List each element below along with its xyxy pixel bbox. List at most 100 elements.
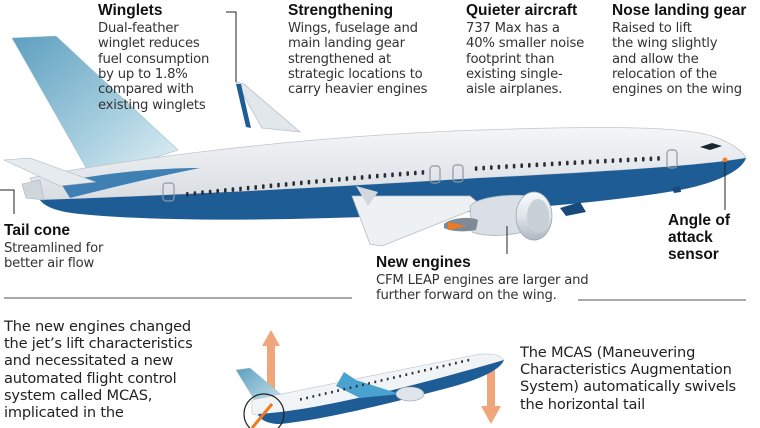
cabin-window [512,163,516,169]
quieter-callout: Quieter aircraft 737 Max has a 40% small… [466,2,606,98]
cabin-window [277,182,280,188]
strengthening-body: Wings, fuselage and main landing gear st… [288,20,428,98]
cabin-window [360,175,364,180]
winglets-body: Dual-feather winglet reduces fuel consum… [98,20,210,113]
small-cabin-window [306,396,308,400]
nose-gear-title: Nose landing gear [612,2,747,19]
small-cabin-window [331,390,333,394]
quieter-title: Quieter aircraft [466,2,578,19]
small-cabin-window [312,395,315,398]
cabin-window [383,173,387,178]
cabin-window [353,175,356,181]
nose-gear-body: Raised to lift the wing slightly and all… [612,20,742,98]
wing-root [356,186,378,206]
cabin-window [474,166,478,171]
far-wing [235,81,302,133]
cabin-window [284,182,288,187]
cabin-window [520,163,523,168]
cabin-window [269,183,273,189]
small-cabin-window [405,373,408,376]
cabin-window [535,162,539,168]
cabin-window [497,164,501,170]
small-cabin-window [424,369,426,372]
cabin-window [528,163,531,168]
cabin-window [657,156,660,161]
cabin-window [315,179,318,184]
cabin-window [505,164,508,169]
nose-gear-callout: Nose landing gear Raised to lift the win… [612,2,760,98]
quieter-body: 737 Max has a 40% smaller noise footprin… [466,20,585,98]
small-airplane [235,330,505,428]
cabin-window [391,172,394,178]
rear-door [162,182,175,202]
small-cabin-window [455,361,457,365]
aoa-title: Angle of attack sensor [668,212,730,264]
front-door [666,149,678,169]
mcas-explanation-text: The MCAS (Maneuvering Characteristics Au… [520,344,736,413]
small-cabin-window [417,370,420,373]
cabin-window [231,187,235,192]
cabin-window [421,170,425,175]
strengthening-title: Strengthening [288,2,394,19]
cabin-window [216,188,219,194]
vertical-tail [11,35,179,179]
winglets-title: Winglets [98,2,163,19]
cabin-window [398,171,402,177]
small-cabin-window [399,374,401,378]
small-cabin-window [300,398,302,401]
cabin-window [322,178,326,184]
cabin-window [414,170,417,176]
near-wing [351,195,483,247]
cabin-window [262,184,265,189]
cabin-window [550,161,554,167]
cabin-window [543,162,546,167]
cabin-window [626,157,630,163]
overwing-exit [452,164,464,183]
cabin-window [224,188,227,193]
cabin-window [254,185,257,190]
cabin-window [368,174,371,179]
engines-callout: New engines CFM LEAP engines are larger … [376,254,636,304]
winglets-callout: Winglets Dual-feather winglet reduces fu… [98,2,238,113]
tail-cone [21,179,45,201]
small-cabin-window [411,371,414,375]
cabin-window [566,160,569,166]
cabin-window [634,157,637,162]
cabin-window [619,158,622,163]
engines-title: New engines [376,254,471,271]
cabin-window [406,171,409,176]
landing-gear-fairing [560,202,586,216]
tail-cone-title: Tail cone [4,222,71,239]
tail-swoosh [60,168,200,198]
small-cabin-window [430,367,432,371]
cockpit-window [700,143,722,150]
cabin-window [581,160,584,165]
tail-cone-callout: Tail cone Streamlined for better air flo… [4,222,144,272]
cabin-window [611,158,615,163]
small-cabin-window [349,386,352,389]
small-cabin-window [374,380,377,384]
small-cabin-window [467,358,470,362]
nose-gear-door [672,186,681,193]
cabin-window [604,158,607,164]
aoa-sensor-dot [722,157,728,163]
small-cabin-window [448,363,451,366]
tail-cone-body: Streamlined for better air flow [4,240,104,272]
cabin-windows [186,156,660,197]
cabin-window [292,181,295,186]
cabin-window [490,165,493,170]
aoa-callout: Angle of attack sensor [668,212,758,264]
cabin-window [482,165,485,171]
horizontal-stabilizer [2,157,97,187]
small-cabin-window [442,364,445,368]
fuselage-belly [40,158,746,220]
cabin-window [239,186,242,192]
small-cabin-window [461,360,463,363]
cabin-window [338,177,341,182]
fuselage [29,127,747,201]
engine [444,191,553,241]
small-cabin-window [368,382,370,385]
small-cabin-window [362,383,364,387]
cabin-window [307,179,311,185]
cabin-window [193,191,197,196]
